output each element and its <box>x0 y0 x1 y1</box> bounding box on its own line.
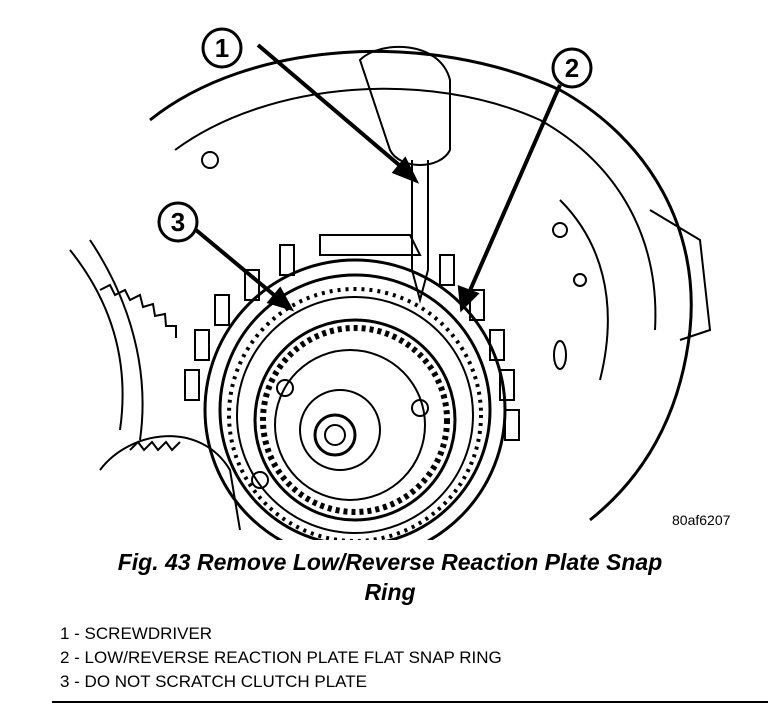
callout-3-leader <box>188 223 282 302</box>
housing-flange <box>559 199 609 381</box>
lower-left-shape <box>99 435 241 531</box>
callout-3-arrowhead <box>266 286 295 312</box>
callout-2-label: 2 <box>565 53 579 83</box>
hub-hole-2 <box>276 379 294 397</box>
left-gear-teeth <box>99 283 177 338</box>
caption-line-1: Fig. 43 Remove Low/Reverse Reaction Plat… <box>117 549 663 575</box>
caption-line-2: Ring <box>364 579 416 605</box>
hub-hole-1 <box>411 399 429 417</box>
legend: 1 - SCREWDRIVER 2 - LOW/REVERSE REACTION… <box>60 622 502 694</box>
figure-caption: Fig. 43 Remove Low/Reverse Reaction Plat… <box>40 547 740 607</box>
callout-2-leader <box>466 84 562 296</box>
snap-ring <box>218 273 492 540</box>
figure-id: 80af6207 <box>672 512 731 528</box>
housing-port <box>553 340 567 370</box>
legend-item: 2 - LOW/REVERSE REACTION PLATE FLAT SNAP… <box>60 648 502 667</box>
housing-bolt-3 <box>573 273 587 287</box>
housing-bolt-1 <box>201 151 219 169</box>
bottom-rule <box>52 701 768 703</box>
housing-outline <box>149 50 693 522</box>
callout-2-arrowhead <box>457 284 480 313</box>
callout-1-leader <box>256 43 407 172</box>
clutch-plate-ring <box>236 296 474 534</box>
screwdriver-handle <box>358 45 451 166</box>
left-gear-band <box>69 239 144 441</box>
callout-1-arrowhead <box>391 156 420 184</box>
callout-1-label: 1 <box>215 33 229 63</box>
housing-tab <box>649 209 712 341</box>
callout-2-circle <box>551 47 593 89</box>
inner-gear-ring <box>253 318 457 522</box>
clutch-housing-top <box>319 234 422 256</box>
lower-left-teeth <box>129 440 181 452</box>
hub-ring <box>274 349 426 501</box>
housing-bolt-2 <box>552 222 568 238</box>
shaft-inner <box>324 424 346 446</box>
hub-inner <box>299 389 381 471</box>
legend-item: 3 - DO NOT SCRATCH CLUTCH PLATE <box>60 672 367 691</box>
callout-3-label: 3 <box>171 207 185 237</box>
housing-inner <box>174 87 657 331</box>
callout-1-circle <box>201 27 243 69</box>
clutch-plate-teeth <box>227 287 483 540</box>
transmission-illustration: 1 2 3 <box>69 27 712 540</box>
legend-item: 1 - SCREWDRIVER <box>60 624 213 643</box>
shaft-outer <box>313 413 357 457</box>
callout-3-circle <box>157 201 199 243</box>
inner-gear-teeth <box>260 325 450 515</box>
clutch-tabs <box>184 244 520 441</box>
hub-hole-3 <box>251 471 269 489</box>
